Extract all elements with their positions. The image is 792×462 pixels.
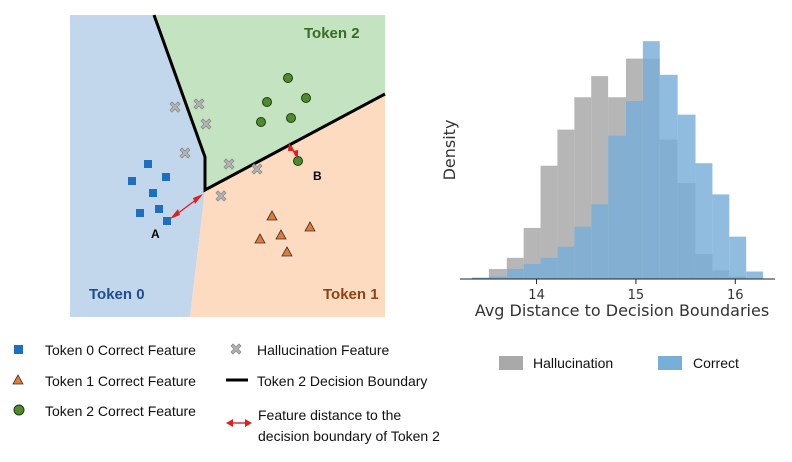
x-tick-label: 16 [727,288,744,303]
token1-region [190,94,385,317]
token2-region-label: Token 2 [304,25,360,42]
legend-boundary-label: Token 2 Decision Boundary [257,373,427,389]
legend-token0-label: Token 0 Correct Feature [45,342,196,358]
legend-hallucination-series-label: Hallucination [533,355,613,371]
token2-features [256,73,311,166]
x-axis-ticks: 14 15 16 [528,279,744,303]
blue-square-icon [14,345,23,354]
legend-distance-label-line1: Feature distance to the [258,407,401,423]
x-tick-label: 14 [528,288,545,303]
correct-histogram-bar [472,277,489,279]
diagram-legend: Token 0 Correct Feature Hallucination Fe… [12,342,440,444]
legend-correct-series-label: Correct [693,355,739,371]
token1-feature-point [254,233,266,244]
token1-feature-point [266,210,278,221]
hallucination-histogram-bar [557,129,575,279]
distance-arrow-b [288,142,298,159]
token1-region-label: Token 1 [323,286,379,303]
correct-histogram-bar [625,100,643,279]
correct-histogram-bar [695,163,713,279]
distance-histogram: 14 15 16 Avg Distance to Decision Boundari… [440,41,775,371]
distance-arrow-a [170,194,203,219]
legend-hallucination-label: Hallucination Feature [257,342,390,358]
token1-feature-point [304,221,316,232]
histogram-legend: Hallucination Correct [499,355,739,371]
token2-feature-point [301,93,311,103]
orange-triangle-icon [12,374,24,385]
correct-histogram-bar [729,236,747,279]
token0-features [128,160,171,225]
correct-histogram-bar [488,276,507,279]
correct-histogram-bar [523,264,541,279]
decision-regions-diagram: Token 0 Token 1 Token 2 [70,14,386,317]
token2-feature-point [286,113,296,123]
correct-histogram-bar [677,114,696,279]
correct-histogram-bar [659,74,678,279]
token0-feature-point [136,209,144,217]
histogram-bars [472,41,764,280]
token0-feature-point [163,217,171,225]
legend-token1-label: Token 1 Correct Feature [45,373,196,389]
token0-feature-point [128,177,136,185]
point-b-label: B [313,169,322,183]
token1-features [254,210,316,257]
token0-feature-point [155,205,163,213]
gray-cross-icon [230,343,242,355]
correct-histogram-bar [608,135,626,279]
token0-feature-point [162,173,170,181]
token2-feature-point [283,73,293,83]
legend-distance-label-line2: decision boundary of Token 2 [258,428,440,444]
correct-histogram-bar [746,271,764,279]
point-a-label: A [151,227,160,241]
correct-histogram-bar [574,226,592,279]
correct-histogram-bar [591,204,609,279]
correct-swatch [658,356,682,370]
token0-region-label: Token 0 [89,286,145,303]
correct-histogram-bar [506,269,524,279]
hallucination-swatch [499,356,523,370]
token1-feature-point [281,246,293,257]
token0-region [70,15,205,317]
x-tick-label: 15 [628,288,645,303]
correct-histogram-bar [712,194,730,279]
token0-feature-point [149,189,157,197]
green-circle-icon [13,404,25,416]
correct-histogram-bar [557,246,575,279]
token2-decision-boundary [152,14,386,193]
correct-histogram-bar [642,41,660,279]
token2-feature-point [256,117,266,127]
hallucination-histogram-bar [488,269,507,279]
token2-feature-point [262,97,272,107]
hallucination-histogram-bar [540,165,558,279]
correct-histogram-bar [540,257,558,279]
x-axis-label: Avg Distance to Decision Boundaries [475,301,769,320]
red-double-arrow-icon [226,419,252,427]
legend-token2-label: Token 2 Correct Feature [45,403,196,419]
y-axis-label: Density [440,120,459,181]
token0-feature-point [144,160,152,168]
token1-feature-point [275,229,287,240]
